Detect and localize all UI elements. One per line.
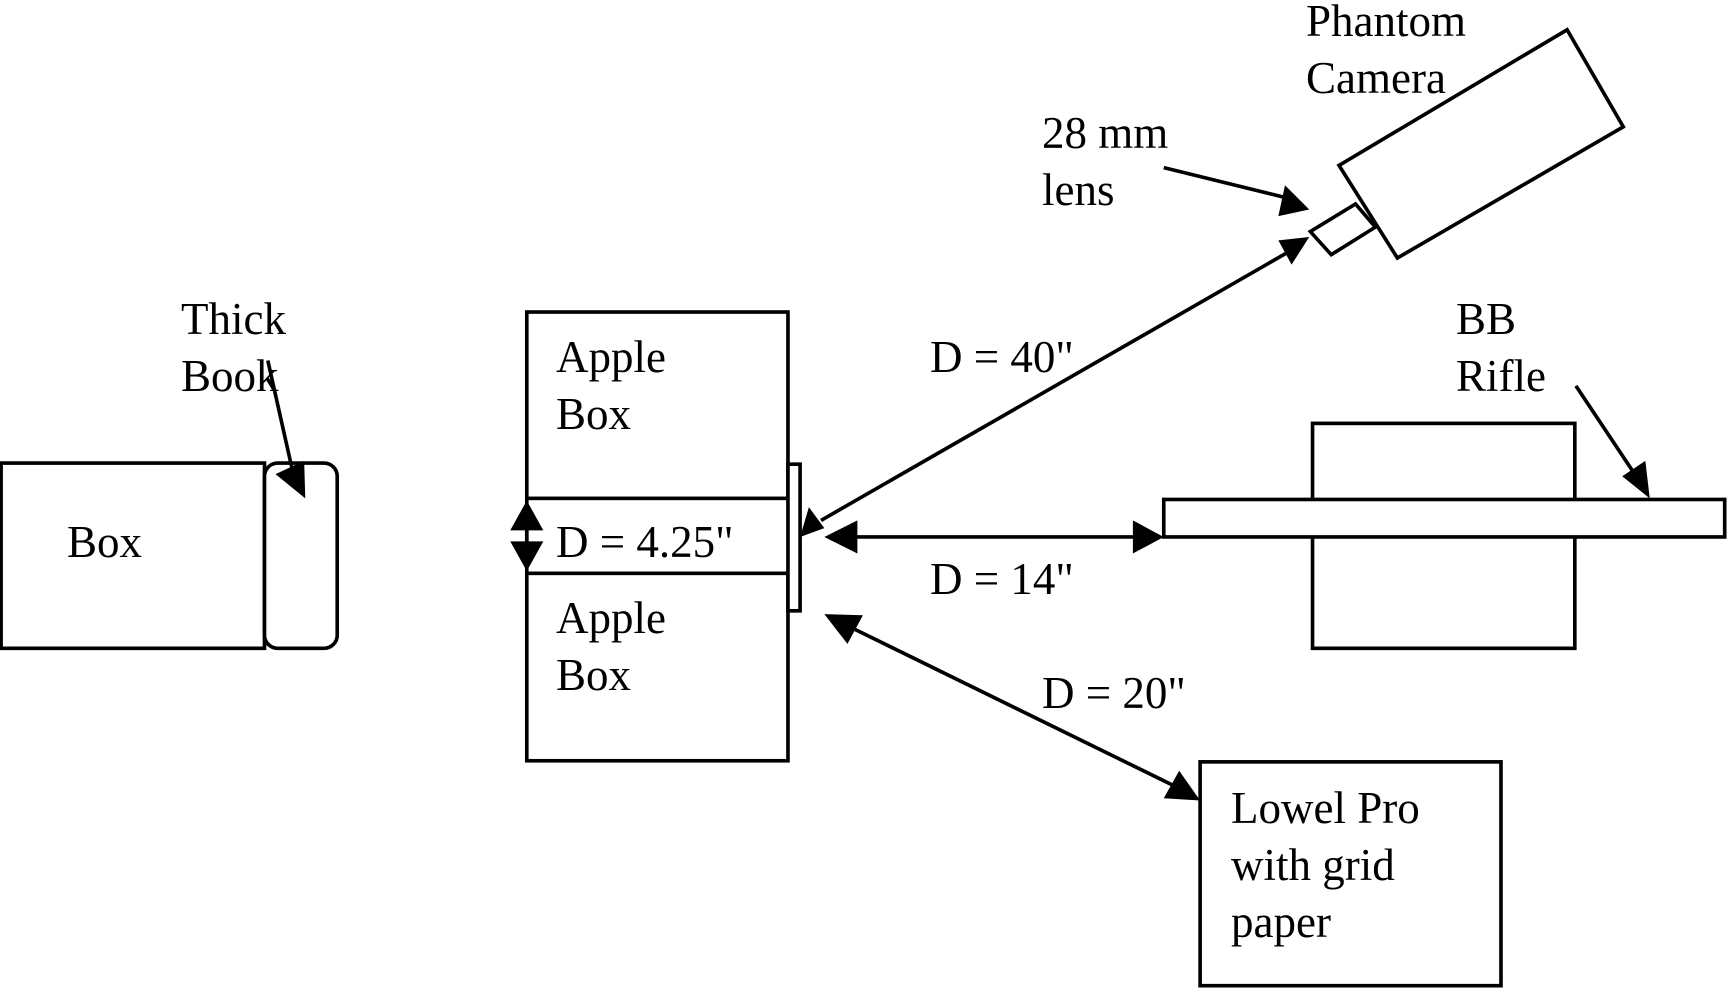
box-label: Box (67, 517, 143, 567)
gap-arrow-up-head (510, 500, 544, 531)
apple-box-top-shape (524, 310, 790, 501)
bb-rifle-label-line2: Rifle (1456, 351, 1546, 401)
lowel-pro-label-line3: paper (1231, 897, 1331, 947)
camera-distance-head-target (800, 507, 825, 537)
light-distance-label: D = 20" (1042, 668, 1186, 718)
camera-distance-line (820, 249, 1291, 522)
thick-book-label-line2: Book (181, 351, 279, 401)
apple-box-top-label-line1: Apple (556, 332, 666, 382)
rifle-pointer-head (1622, 460, 1650, 499)
light-distance-head-target (824, 614, 863, 644)
apple-box-top-label-line2: Box (556, 389, 632, 439)
gap-distance-label: D = 4.25" (556, 517, 734, 567)
light-distance-head-light (1163, 770, 1201, 801)
target-plate-shape (786, 462, 802, 613)
lens-pointer-head (1278, 185, 1310, 217)
rifle-distance-head-rifle (1132, 520, 1164, 554)
phantom-camera-body-shape (1336, 27, 1626, 261)
rifle-barrel-shape (1161, 497, 1727, 539)
lens-shape (1307, 201, 1379, 258)
thick-book-pointer-line (266, 360, 294, 469)
lowel-pro-shape (1198, 760, 1503, 988)
thick-book-label-line1: Thick (181, 294, 286, 344)
camera-distance-label: D = 40" (930, 332, 1074, 382)
phantom-camera-label-line2: Camera (1306, 53, 1446, 103)
lowel-pro-label-line1: Lowel Pro (1231, 783, 1420, 833)
bb-rifle-label-line1: BB (1456, 294, 1517, 344)
rifle-distance-head-target (824, 520, 858, 554)
camera-distance-head-camera (1278, 237, 1310, 265)
light-distance-line (847, 624, 1178, 789)
lowel-pro-label-line2: with grid (1231, 840, 1395, 890)
box-shape (0, 461, 267, 651)
apple-box-bottom-label-line1: Apple (556, 593, 666, 643)
lens-label-line2: lens (1042, 165, 1115, 215)
apple-box-bottom-shape (524, 571, 790, 763)
thick-book-pointer-head (275, 460, 306, 499)
rifle-distance-label: D = 14" (930, 554, 1074, 604)
phantom-camera-label-line1: Phantom (1306, 0, 1467, 46)
rifle-pointer-line (1574, 384, 1635, 473)
apple-box-bottom-label-line2: Box (556, 650, 632, 700)
lens-pointer-line (1163, 165, 1290, 201)
lens-label-line1: 28 mm (1042, 108, 1169, 158)
gap-arrow-down-head (510, 541, 544, 572)
